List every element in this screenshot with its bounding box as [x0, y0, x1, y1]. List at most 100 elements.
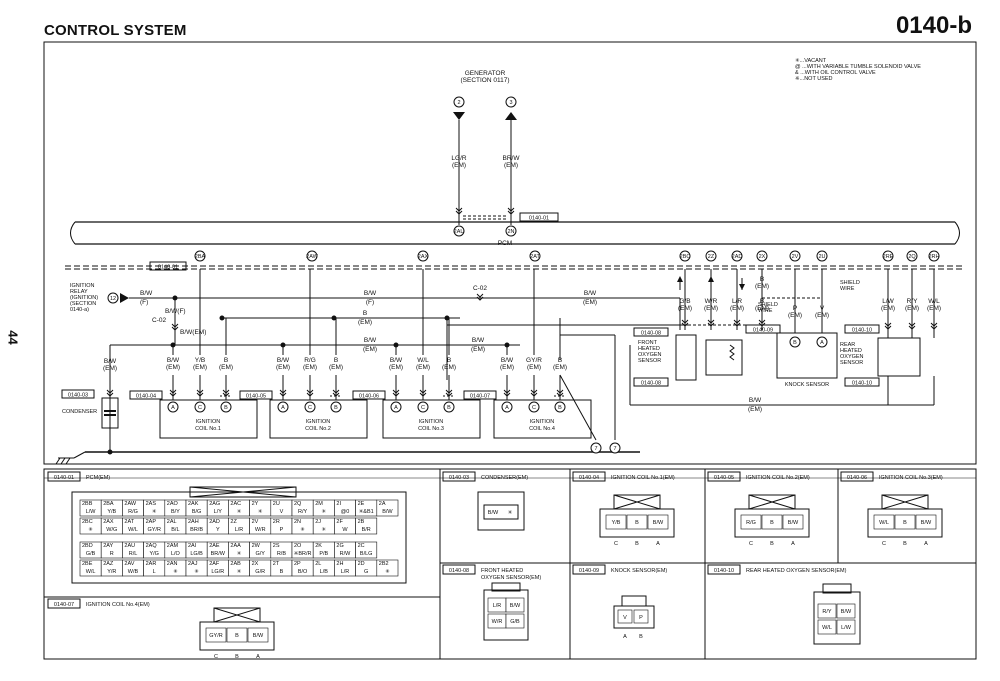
legend-item: & ...WITH OIL CONTROL VALVE: [795, 70, 876, 76]
connector-cell: R/G: [746, 520, 756, 526]
connector-code-box: [745, 324, 781, 334]
pcm-pin-number: 2AH: [188, 519, 199, 525]
pcm-pin-number: 2K: [315, 543, 322, 549]
pin-label: 7: [613, 446, 616, 452]
pcm-pin-number: 2H: [336, 561, 343, 567]
connector-cell-box: [915, 514, 937, 530]
connector-code: 0140-07: [470, 394, 490, 400]
wire-harness: (EM): [755, 283, 769, 290]
pcm-pin-number: 2AZ: [103, 561, 114, 567]
wire-color: P: [793, 305, 797, 312]
pcm-pin-wire: G/B: [86, 551, 96, 557]
connector-cell-box: [782, 514, 804, 530]
connector-code: 0140-08: [641, 331, 661, 337]
pin-label: 2Q: [908, 254, 916, 260]
connector-code: 0140-08: [641, 381, 661, 387]
connector-code-box: [844, 377, 880, 387]
wire-color: B/W: [140, 290, 153, 297]
wire-harness: (EM): [905, 305, 919, 312]
connector-chevron: [279, 389, 287, 397]
connector-code-box: [844, 324, 880, 334]
relay-label: RELAY: [70, 289, 88, 295]
pcm-pin-wire: W/L: [128, 527, 138, 533]
connector-code: 0140-06: [359, 394, 379, 400]
connector-code-box: [633, 327, 669, 337]
pcm-pin-number: 2AJ: [188, 561, 198, 567]
connector-cell: B/W: [788, 520, 799, 526]
panel-code-box: [707, 471, 741, 482]
connector-code-box: [149, 261, 187, 271]
connector-cell: Y/B: [612, 520, 621, 526]
connector-pin-letter: A: [924, 541, 928, 547]
wire-color: B/W: [390, 357, 403, 364]
rear-o2-label: REAR: [840, 342, 855, 348]
node-wire: [559, 374, 597, 441]
pin-circle: [107, 292, 119, 304]
pin-circle: [528, 401, 540, 413]
wire-harness: (EM): [103, 365, 117, 372]
panel-title: CONDENSER(EM): [481, 475, 528, 481]
connector-cell: ✳: [508, 509, 513, 516]
pcm-pin-cell: [355, 517, 378, 535]
pcm-pin-wire: R/B: [277, 551, 287, 557]
pcm-pin-number: 2AE: [209, 543, 220, 549]
pin-circle: [453, 225, 465, 237]
pcm-pin-number: 2AO: [167, 501, 179, 507]
front-o2-label: OXYGEN: [638, 352, 662, 358]
pcm-pin-wire: BR/B: [190, 527, 203, 533]
connector-code-box: [352, 390, 386, 400]
connector-chevron: [419, 389, 427, 397]
pin-circle: [453, 96, 465, 108]
pcm-pin-wire: R/W: [340, 551, 352, 557]
connector-cell: W/L: [822, 625, 832, 631]
pcm-pin-wire: Y: [216, 527, 220, 533]
pcm-pin-wire: Y/B: [107, 509, 116, 515]
panel-title: OXYGEN SENSOR(EM): [481, 575, 541, 581]
wire-harness: (EM): [583, 299, 597, 306]
coil-name: IGNITION: [196, 419, 220, 425]
pcm-pin-wire: B: [280, 569, 284, 575]
pin-label: 2AU: [454, 229, 465, 235]
pin-label: 2AD: [732, 254, 743, 260]
pcm-pin-wire: G: [364, 569, 368, 575]
relay-label: (SECTION: [70, 301, 96, 307]
wire-color: L/W: [882, 298, 894, 305]
panel-code-box: [840, 471, 874, 482]
pin-label: 2RH: [928, 254, 939, 260]
wire-harness: (EM): [166, 364, 180, 371]
shield-label: SHIELD: [840, 280, 860, 286]
pin-circle: [882, 250, 894, 262]
diagram-code: 0140-b: [895, 12, 972, 39]
pcm-bar-end: [954, 221, 960, 245]
connector-cell: L/R: [493, 603, 502, 609]
connector-cell: W/R: [492, 619, 503, 625]
pcm-pin-number: 2BB: [82, 501, 93, 507]
connector-code-box: [519, 212, 559, 222]
pin-circle: [167, 401, 179, 413]
pcm-pin-number: 2BA: [103, 501, 114, 507]
pin-circle: [590, 442, 602, 454]
connector-cell-box: [605, 514, 627, 530]
coil-name: COIL No.1: [195, 426, 221, 432]
wire-color: B/W: [472, 337, 485, 344]
pcm-pin-wire: W/R: [255, 527, 266, 533]
arrow-up: [505, 112, 517, 120]
pcm-pin-number: 2AW: [124, 501, 137, 507]
panel-code-box: [572, 471, 606, 482]
connector-pin-letter: A: [791, 541, 795, 547]
connector-pin-letter: C: [749, 541, 753, 547]
pcm-pin-number: 2E: [358, 501, 365, 507]
connector-pin-letter: C: [614, 541, 618, 547]
wire-color: B: [760, 298, 764, 305]
pcm-pin-number: 2V: [252, 519, 259, 525]
wire-harness: (EM): [358, 319, 372, 326]
pcm-pin-wire: G/Y: [255, 551, 265, 557]
connector-chevron: [455, 207, 463, 215]
pcm-pin-wire: G/R: [255, 569, 265, 575]
pin-circle: [816, 250, 828, 262]
coil-name: IGNITION: [530, 419, 554, 425]
connector-chevron: [171, 323, 179, 331]
pin-circle: [756, 250, 768, 262]
latch-x: [213, 607, 261, 623]
coil-name: COIL No.3: [418, 426, 444, 432]
